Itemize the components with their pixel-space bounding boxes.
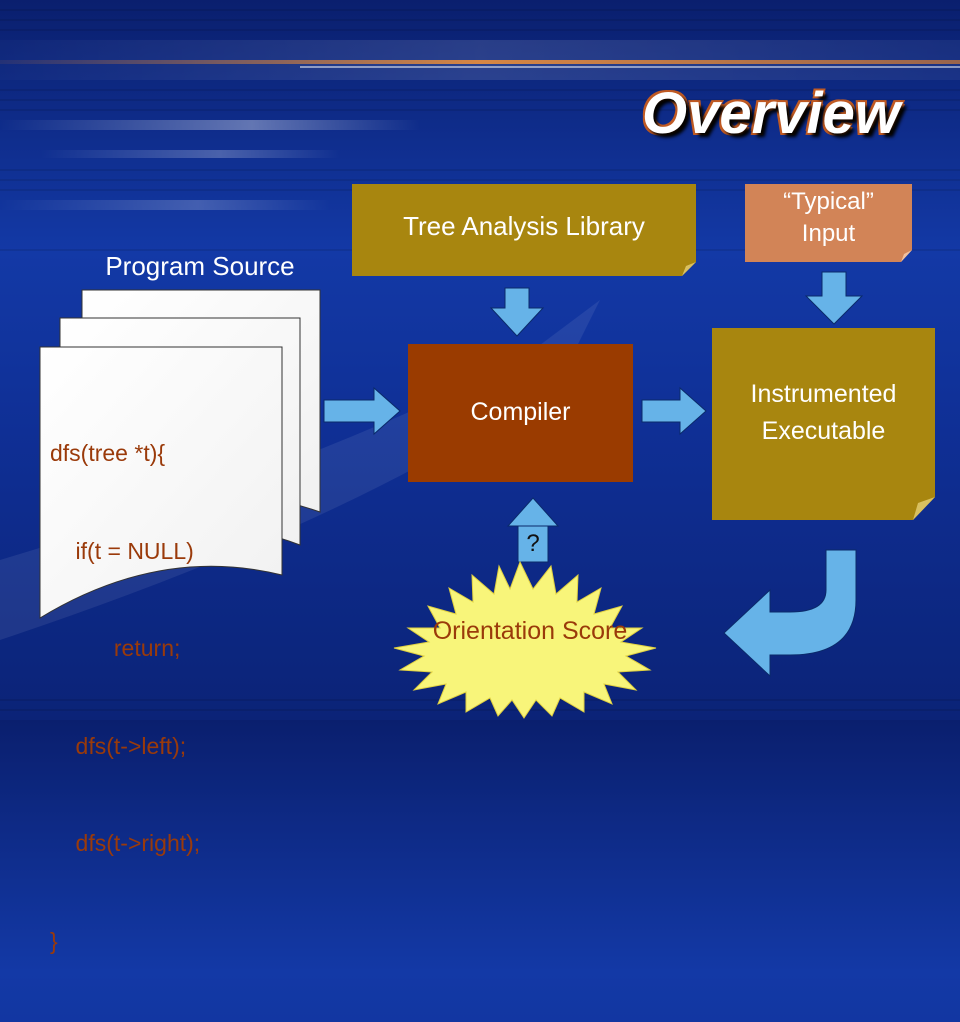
code-line: if(t = NULL) [50, 537, 194, 564]
slide-title: Overview [642, 81, 900, 146]
arrow-input-to-executable [804, 271, 864, 325]
orientation-score-label: Orientation Score [432, 617, 628, 645]
orientation-score-starburst [393, 560, 657, 719]
instrumented-executable-fold [913, 497, 935, 520]
instrumented-executable-label: Instrumented Executable [712, 376, 935, 450]
question-mark-label: ? [526, 530, 540, 557]
code-line: return; [50, 635, 181, 661]
tree-analysis-library-box [352, 184, 696, 276]
compiler-label: Compiler [470, 398, 571, 426]
instrumented-executable-box [712, 328, 935, 520]
program-source-label: Program Source [105, 251, 295, 281]
program-source-code: dfs(tree *t){ if(t = NULL) return; dfs(t… [50, 372, 280, 1022]
code-line: dfs(t->left); [50, 732, 187, 759]
typical-input-line2: Input [801, 220, 856, 247]
typical-input-label: “Typical” Input [745, 186, 912, 250]
arrow-compiler-to-executable [641, 386, 707, 436]
typical-input-line1: “Typical” [783, 188, 874, 215]
code-line: } [50, 927, 58, 954]
diagram-shapes [39, 184, 935, 719]
arrow-score-to-compiler [506, 497, 560, 563]
source-page-front [39, 346, 283, 619]
arrow-library-to-compiler [489, 287, 545, 337]
instrumented-executable-line1: Instrumented [750, 380, 897, 408]
instrumented-executable-line2: Executable [761, 417, 886, 445]
tree-analysis-library-label: Tree Analysis Library [403, 211, 645, 241]
tree-analysis-library-fold [682, 262, 696, 276]
code-line: dfs(t->right); [50, 830, 201, 856]
arrow-source-to-compiler [323, 386, 401, 436]
typical-input-box [745, 184, 912, 262]
compiler-box [408, 344, 633, 482]
code-line: dfs(tree *t){ [50, 440, 166, 466]
typical-input-fold [901, 250, 912, 262]
arrow-executable-to-score [723, 549, 857, 678]
slide: Overview Program Source dfs(tree *t){ if… [0, 9, 960, 954]
